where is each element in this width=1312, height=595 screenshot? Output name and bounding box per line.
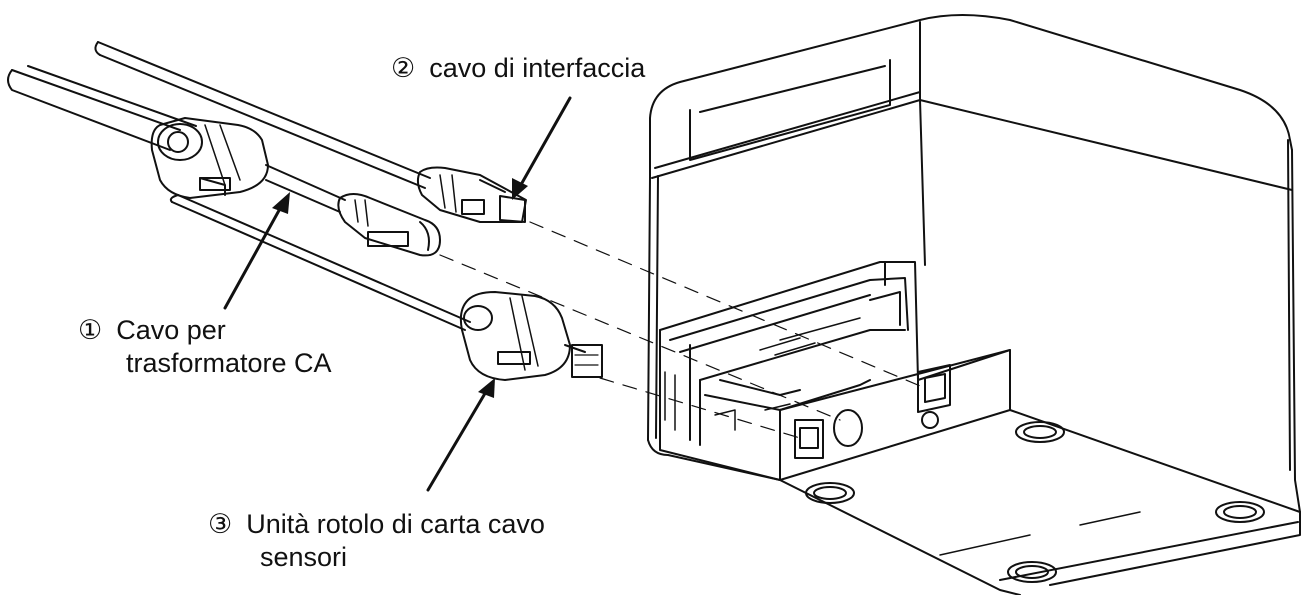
- printer-cover: [649, 14, 1293, 179]
- callout-arrows: [223, 96, 572, 492]
- callout-text-line2: sensori: [260, 542, 348, 572]
- callout-text-line2: trasformatore CA: [126, 348, 332, 378]
- ac-adapter-cable: [7, 65, 441, 257]
- arrow-1: [223, 203, 284, 310]
- printer-illustration: [647, 14, 1301, 595]
- power-port: [833, 409, 863, 447]
- callout-number: ③: [208, 509, 233, 539]
- callout-text-line1: Cavo per: [116, 315, 226, 345]
- ac-plug: [337, 193, 441, 257]
- arrow-3: [426, 388, 489, 492]
- callout-sensor-cable: ③ Unità rotolo di carta cavo sensori: [208, 508, 545, 574]
- callout-interface-cable: ② cavo di interfaccia: [391, 52, 645, 85]
- interface-port: [917, 364, 951, 413]
- ferrite-core-2: [459, 291, 571, 381]
- interface-cable: [94, 41, 527, 223]
- ferrite-core-1: [150, 117, 269, 199]
- callout-number: ①: [78, 315, 103, 345]
- connector-panel: [659, 329, 1011, 481]
- callout-ac-adapter-cable: ① Cavo per trasformatore CA: [78, 314, 332, 380]
- callout-number: ②: [391, 53, 416, 83]
- arrow-2: [516, 96, 572, 192]
- callout-text-line1: cavo di interfaccia: [429, 53, 646, 83]
- alignment-guides: [439, 221, 926, 439]
- printer-body-side: [1291, 149, 1301, 513]
- callout-text-line1: Unità rotolo di carta cavo: [246, 509, 545, 539]
- sensor-cable: [169, 194, 603, 381]
- sensor-plug: [571, 344, 603, 378]
- sensor-port: [794, 419, 824, 459]
